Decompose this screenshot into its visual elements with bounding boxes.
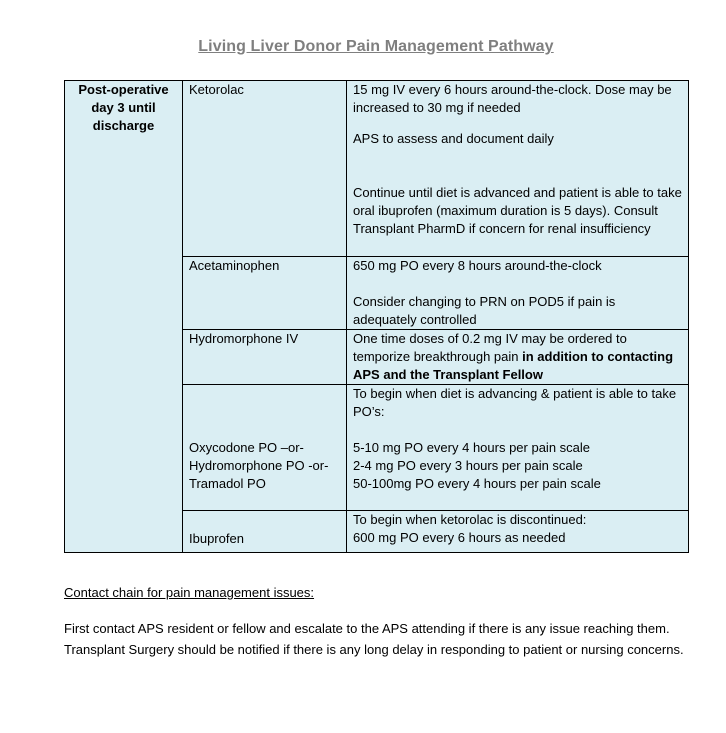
document-title: Living Liver Donor Pain Management Pathw… [198, 38, 554, 55]
drug-line: Oxycodone PO –or- [189, 440, 304, 455]
instruction-line: To begin when ketorolac is discontinued: [353, 512, 587, 527]
instruction-text: One time doses of 0.2 mg IV may be order… [353, 331, 627, 364]
drug-line: Hydromorphone PO -or- [189, 458, 329, 473]
instruction-line: One time doses of 0.2 mg IV may be order… [353, 330, 682, 384]
instruction-emphasis: in addition to contacting APS and the Tr… [353, 349, 674, 382]
table-row-ibuprofen: Ibuprofen To begin when ketorolac is dis… [65, 510, 689, 553]
table-row-ketorolac: Post-operative day 3 until discharge Ket… [64, 80, 689, 553]
instruction-line: 15 mg IV every 6 hours around-the-clock.… [353, 82, 672, 115]
drug-line: Tramadol PO [189, 476, 266, 491]
instruction-cell-ketorolac: 15 mg IV every 6 hours around-the-clock.… [346, 80, 689, 257]
instruction-cell-hydromorphone-iv: One time doses of 0.2 mg IV may be order… [346, 329, 689, 385]
drug-cell-ketorolac: Ketorolac [182, 80, 347, 257]
table-row-oral-opioids: Oxycodone PO –or- Hydromorphone PO -or- … [65, 384, 689, 511]
table-row-hydromorphone-iv: Hydromorphone IV One time doses of 0.2 m… [65, 329, 689, 385]
instruction-line: 50-100mg PO every 4 hours per pain scale [353, 476, 601, 491]
instruction-cell-ibuprofen: To begin when ketorolac is discontinued:… [346, 510, 689, 553]
instruction-cell-oral-opioids: To begin when diet is advancing & patien… [346, 384, 689, 511]
instruction-line: 650 mg PO every 8 hours around-the-clock [353, 258, 602, 273]
instruction-line: Continue until diet is advanced and pati… [353, 185, 682, 236]
instruction-line: Consider changing to PRN on POD5 if pain… [353, 294, 616, 327]
table-row-acetaminophen: Acetaminophen 650 mg PO every 8 hours ar… [65, 256, 689, 330]
drug-cell-hydromorphone-iv: Hydromorphone IV [182, 329, 347, 385]
phase-cell: Post-operative day 3 until discharge [64, 80, 183, 553]
instruction-line: 600 mg PO every 6 hours as needed [353, 530, 566, 545]
drug-cell-oral-opioids: Oxycodone PO –or- Hydromorphone PO -or- … [182, 384, 347, 511]
contact-chain-heading: Contact chain for pain management issues… [64, 585, 315, 600]
instruction-cell-acetaminophen: 650 mg PO every 8 hours around-the-clock… [346, 256, 689, 330]
drug-cell-acetaminophen: Acetaminophen [182, 256, 347, 330]
instruction-line: 5-10 mg PO every 4 hours per pain scale [353, 440, 591, 455]
instruction-line: APS to assess and document daily [353, 131, 554, 146]
pain-pathway-table: Post-operative day 3 until discharge Ket… [64, 80, 689, 553]
instruction-line: 2-4 mg PO every 3 hours per pain scale [353, 458, 583, 473]
drug-cell-ibuprofen: Ibuprofen [182, 510, 347, 553]
instruction-line: To begin when diet is advancing & patien… [353, 386, 677, 419]
contact-chain-body: First contact APS resident or fellow and… [64, 621, 684, 657]
